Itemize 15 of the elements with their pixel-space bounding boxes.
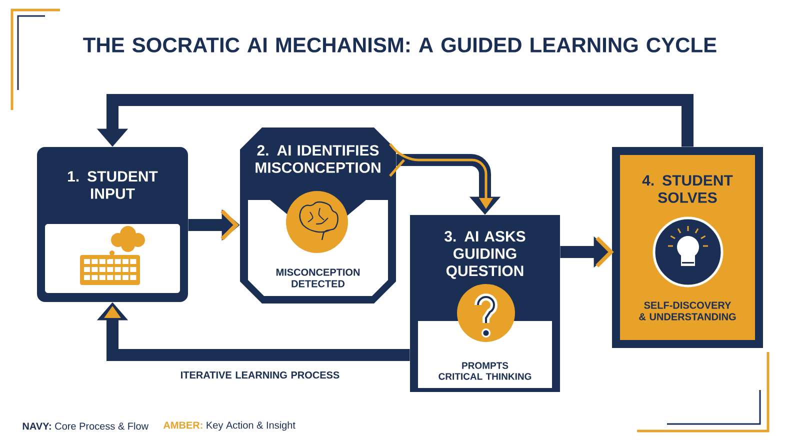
step-heading: 4. STUDENT SOLVES xyxy=(642,175,733,203)
edge-label: ITERATIVE LEARNING PROCESS xyxy=(181,371,340,379)
title: THE SOCRATIC AI MECHANISM: A GUIDED LEARNING CYCLE xyxy=(83,38,716,52)
process-box xyxy=(612,147,763,348)
step-heading: 2. AI IDENTIFIES MISCONCEPTION xyxy=(256,145,380,173)
legend-text: AMBER: Key Action & Insight xyxy=(163,421,296,431)
process-box xyxy=(410,215,560,392)
step-heading: 1. STUDENT INPUT xyxy=(68,171,158,199)
step-caption: SELF-DISCOVERY & UNDERSTANDING xyxy=(639,302,736,320)
step-heading: 3. AI ASKS GUIDING QUESTION xyxy=(444,231,526,279)
process-box xyxy=(37,147,188,302)
legend-text: NAVY: Core Process & Flow xyxy=(22,422,149,430)
step-caption: PROMPTS CRITICAL THINKING xyxy=(438,362,532,380)
step-caption: MISCONCEPTION DETECTED xyxy=(276,268,360,288)
octagon-box xyxy=(240,128,396,304)
